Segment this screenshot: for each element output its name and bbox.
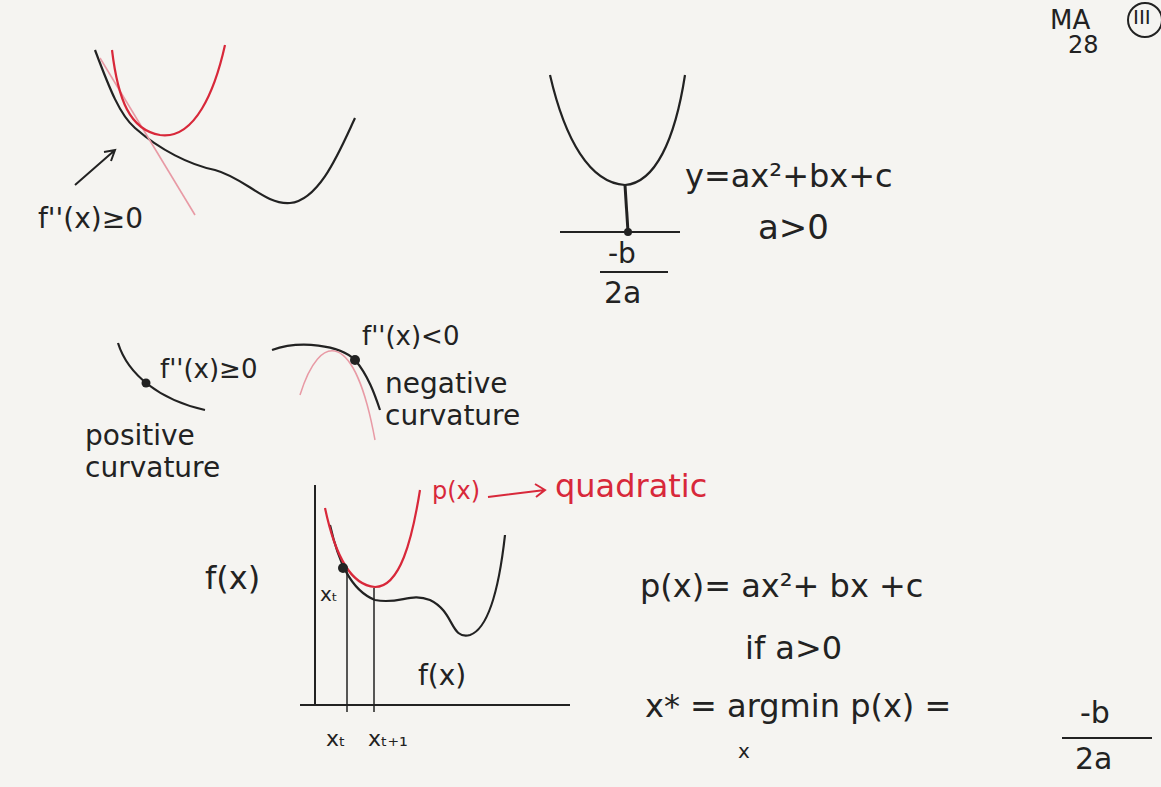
parabola [550, 75, 685, 185]
point-dot [142, 379, 151, 388]
axis-tick-label: xₜ [326, 726, 346, 751]
function-curve [95, 50, 355, 203]
condition: a>0 [758, 208, 829, 247]
section-number: III [1133, 6, 1151, 29]
function-label: p(x) [432, 478, 480, 506]
fraction-bar [1062, 737, 1152, 739]
note: positive curvature [85, 420, 235, 484]
fraction-bar [600, 271, 668, 273]
page-number: 28 [1068, 32, 1099, 60]
function-label: f(x) [418, 660, 466, 692]
note: quadratic [555, 468, 707, 505]
tangent-line [100, 58, 195, 215]
concave-curve [272, 345, 380, 410]
fraction-part: 2a [604, 276, 641, 311]
point-dot [350, 355, 360, 365]
page-circle [1128, 3, 1161, 37]
axis-label: f(x) [205, 560, 260, 597]
vertex-dot [624, 228, 632, 236]
equation: y=ax²+bx+c [685, 158, 893, 195]
math-label: f''(x)≥0 [38, 203, 143, 235]
axis-line [560, 231, 680, 233]
equation: p(x)= ax²+ bx +c [640, 568, 923, 605]
equation: x* = argmin p(x) = [645, 688, 951, 725]
quadratic-curve [325, 490, 420, 587]
guide-line [347, 570, 374, 712]
math-label: f''(x)≥0 [160, 355, 257, 385]
arrow [488, 484, 545, 497]
fraction-part: -b [1080, 696, 1110, 731]
quadratic-curve [112, 45, 225, 135]
axis-tick-label: xₜ₊₁ [368, 726, 408, 751]
condition: if a>0 [745, 630, 842, 667]
pointer-arrow [75, 150, 115, 185]
vertex-line [625, 185, 628, 232]
fraction-part: 2a [1075, 742, 1112, 777]
quadratic-curve [300, 351, 375, 440]
fraction-part: -b [608, 238, 636, 270]
subscript: x [738, 740, 750, 763]
point-label: xₜ [320, 583, 338, 606]
math-label: f''(x)<0 [362, 322, 459, 352]
axes [300, 485, 570, 705]
note: negative curvature [385, 368, 535, 432]
